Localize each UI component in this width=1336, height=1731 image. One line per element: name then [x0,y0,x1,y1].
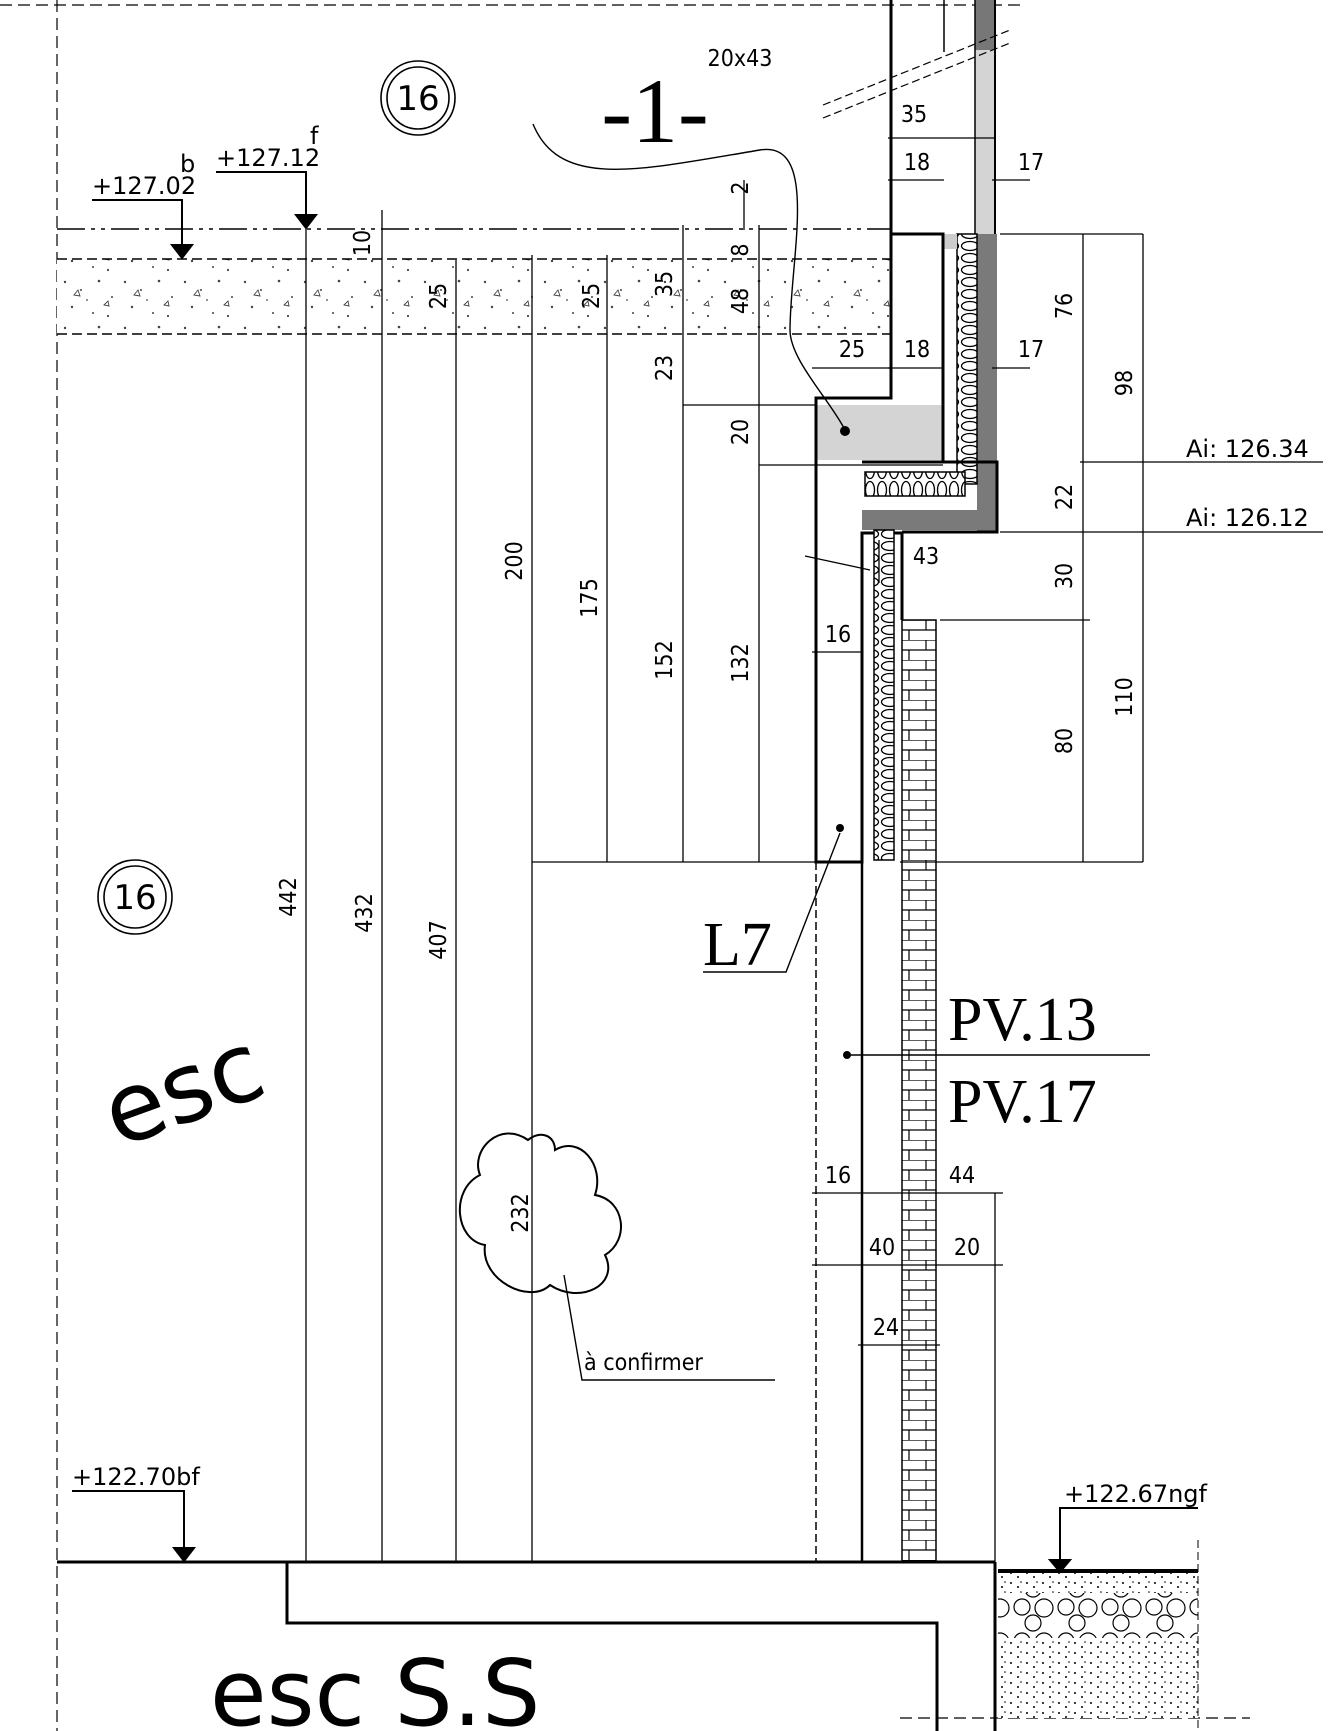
dim-30: 30 [1052,563,1078,589]
dim-152: 152 [652,640,678,680]
dim-16-lower: 16 [825,1163,851,1189]
room-below-label: esc S.S [210,1640,540,1731]
dim-20-horizontal: 20 [954,1235,980,1261]
dim-407: 407 [426,920,452,960]
level-top-f-suffix: f [310,122,319,150]
pv-lower-label: PV.17 [948,1068,1097,1136]
level-ai-lower: Ai: 126.12 [1186,504,1309,532]
dim-442: 442 [276,877,302,917]
dim-16-upper: 16 [825,622,851,648]
dim-80: 80 [1052,728,1078,754]
leader-dots [836,426,851,1059]
detail-number: -1- [601,60,708,162]
dim-40: 40 [869,1235,895,1261]
dim-98: 98 [1112,370,1138,396]
level-top-b: +127.02 [92,172,196,200]
dim-17-upper: 17 [1018,150,1044,176]
level-bottom-right: +122.67ngf [1064,1480,1208,1508]
dim-18-lower: 18 [904,337,930,363]
wall-section [814,0,1011,1731]
dim-20-vertical: 20 [728,419,754,445]
dim-432: 432 [352,893,378,933]
lintel-label: L7 [703,911,772,979]
dim-48: 48 [728,288,754,314]
level-markers [72,171,1198,1574]
dim-18-upper: 18 [904,150,930,176]
floor-lines [57,1560,995,1731]
grid-mark-left-label: 16 [113,878,156,918]
grid-mark-top-label: 16 [396,79,439,119]
leaders [458,123,1150,1381]
cloud-note: à confirmer [584,1350,703,1376]
dim-2: 2 [728,181,754,194]
dim-44: 44 [949,1163,975,1189]
room-label: esc [88,1009,278,1170]
dim-17-lower: 17 [1018,337,1044,363]
grid-mark-top: 16 [380,60,456,136]
dim-24: 24 [873,1315,899,1341]
dim-35-vertical: 35 [652,271,678,297]
dim-175: 175 [577,578,603,618]
pv-upper-label: PV.13 [948,986,1097,1054]
horizontal-dimensions: 35 18 17 25 18 17 43 16 16 44 40 20 24 [825,102,1044,1341]
dim-76: 76 [1052,293,1078,319]
dim-132: 132 [728,643,754,683]
dim-232: 232 [508,1193,534,1233]
dim-25-a: 25 [426,283,452,309]
ground [998,1540,1199,1731]
dim-10: 10 [350,230,376,256]
level-bottom-left: +122.70bf [72,1463,200,1491]
dim-22: 22 [1052,484,1078,510]
dim-8: 8 [728,243,754,256]
dim-200: 200 [502,541,528,581]
dim-110: 110 [1112,677,1138,717]
level-top-f: +127.12 [216,144,320,172]
dim-25: 25 [839,337,865,363]
dimension-lines [305,137,1323,1562]
level-ai-upper: Ai: 126.34 [1186,435,1309,463]
detail-scale-note: 20x43 [708,46,773,72]
dim-23: 23 [652,355,678,381]
vertical-dimensions: 2 8 10 25 25 35 48 23 20 76 98 22 30 110… [276,181,1138,1232]
dim-25-b: 25 [579,283,605,309]
grid-mark-left: 16 [97,859,173,935]
dim-43: 43 [913,544,939,570]
level-top-b-suffix: b [180,150,195,178]
upper-slab [57,228,892,335]
dim-35: 35 [901,102,927,128]
